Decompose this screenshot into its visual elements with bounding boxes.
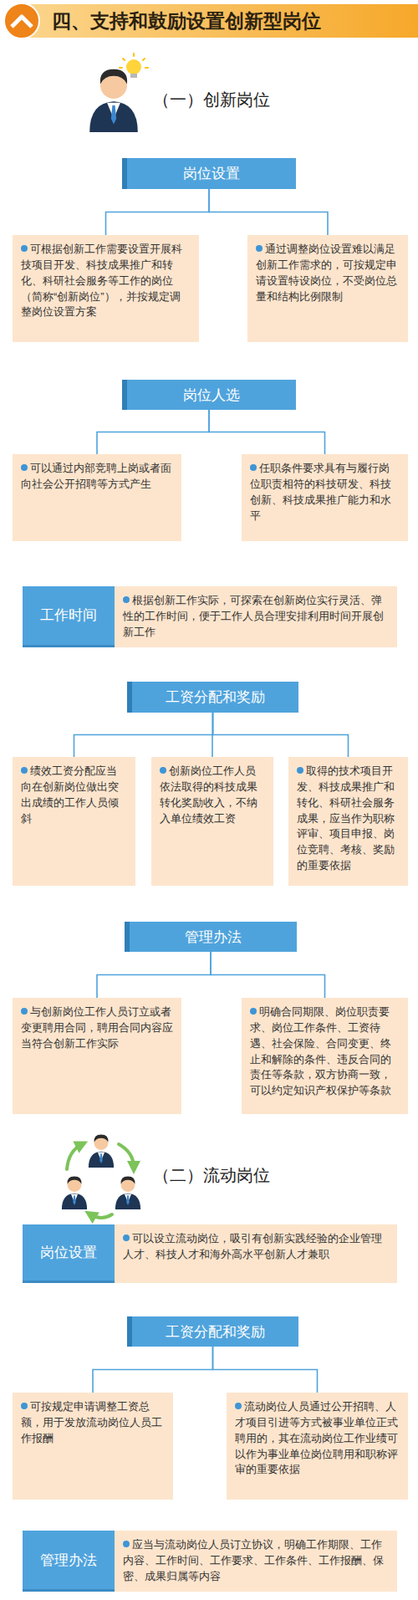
- content-box: 通过调整岗位设置难以满足创新工作需求的，可按规定申请设置特设岗位，不受岗位总量和…: [247, 234, 408, 342]
- bullet-dot: [122, 596, 130, 603]
- person-icon: [89, 53, 148, 133]
- header-text: 管理办法: [40, 1549, 97, 1570]
- bullet-dot: [20, 244, 28, 252]
- section-tab: 管理办法: [22, 1529, 115, 1591]
- title-band: [25, 4, 418, 38]
- content-box: 创新岗位工作人员依法取得的科技成果转化奖励收入，不纳入单位绩效工资: [151, 756, 274, 886]
- body-text: 取得的技术项目开发、科技成果推广和转化、科研社会服务成果，应当作为职称评审、项目…: [296, 764, 395, 872]
- text-wrap: 通过调整岗位设置难以满足创新工作需求的，可按规定申请设置特设岗位，不受岗位总量和…: [255, 241, 400, 305]
- body-text: 流动岗位人员通过公开招聘、人才项目引进等方式被事业单位正式聘用的，其在流动岗位工…: [234, 1399, 398, 1475]
- bullet-dot: [249, 1007, 257, 1015]
- content-box: 根据创新工作实际，可探索在创新岗位实行灵活、弹性的工作时间，便于工作人员合理安排…: [114, 586, 398, 648]
- text-wrap: 应当与流动岗位人员订立协议，明确工作期限、工作内容、工作时间、工作要求、工作条件…: [122, 1536, 389, 1585]
- tree-connector: [209, 188, 328, 235]
- text-wrap: 可按规定申请调整工资总额，用于发放流动岗位人员工作报酬: [20, 1398, 165, 1447]
- team-icon: [61, 1134, 141, 1218]
- body-text: 应当与流动岗位人员订立协议，明确工作期限、工作内容、工作时间、工作要求、工作条件…: [122, 1537, 384, 1582]
- content-box: 取得的技术项目开发、科技成果推广和转化、科研社会服务成果，应当作为职称评审、项目…: [288, 756, 408, 886]
- bullet-dot: [20, 463, 28, 471]
- text-wrap: 创新岗位工作人员依法取得的科技成果转化奖励收入，不纳入单位绩效工资: [159, 763, 266, 826]
- content-box: 绩效工资分配应当向在创新岗位做出突出成绩的工作人员倾斜: [12, 756, 136, 886]
- bullet-dot: [296, 766, 304, 774]
- header-text: 工作时间: [40, 605, 97, 625]
- content-box: 流动岗位人员通过公开招聘、人才项目引进等方式被事业单位正式聘用的，其在流动岗位工…: [226, 1391, 408, 1499]
- content-box: 任职条件要求具有与履行岗位职责相符的科技研发、科技创新、科技成果推广能力和水平: [241, 453, 408, 541]
- text-wrap: 绩效工资分配应当向在创新岗位做出突出成绩的工作人员倾斜: [20, 763, 128, 826]
- bullet-dot: [234, 1401, 242, 1409]
- body-text: 与创新岗位工作人员订立或者变更聘用合同，聘用合同内容应当符合创新工作实际: [20, 1004, 174, 1050]
- body-text: 通过调整岗位设置难以满足创新工作需求的，可按规定申请设置特设岗位，不受岗位总量和…: [255, 242, 398, 303]
- body-text: 明确合同期限、岗位职责要求、岗位工作条件、工资待遇、社会保险、合同变更、终止和解…: [249, 1004, 392, 1096]
- content-box: 可以通过内部竞聘上岗或者面向社会公开招聘等方式产生: [12, 453, 182, 541]
- header-text: 工资分配和奖励: [165, 1321, 266, 1341]
- tree-connector: [96, 409, 209, 454]
- content-box: 可以设立流动岗位，吸引有创新实践经验的企业管理人才、科技人才和海外高水平创新人才…: [114, 1223, 398, 1283]
- bullet-dot: [20, 766, 28, 774]
- bullet-dot: [255, 244, 263, 252]
- section-header: 工资分配和奖励: [127, 1315, 299, 1346]
- text-wrap: 流动岗位人员通过公开招聘、人才项目引进等方式被事业单位正式聘用的，其在流动岗位工…: [234, 1398, 400, 1478]
- header-text: 管理办法: [184, 927, 242, 947]
- section-heading: （二）流动岗位: [152, 1163, 271, 1187]
- body-text: 创新岗位工作人员依法取得的科技成果转化奖励收入，不纳入单位绩效工资: [159, 764, 258, 825]
- section-tab: 岗位设置: [22, 1223, 115, 1283]
- bullet-dot: [249, 463, 257, 471]
- tree-connector: [213, 712, 349, 757]
- body-text: 可按规定申请调整工资总额，用于发放流动岗位人员工作报酬: [20, 1399, 163, 1444]
- text-wrap: 根据创新工作实际，可探索在创新岗位实行灵活、弹性的工作时间，便于工作人员合理安排…: [122, 592, 389, 641]
- header-text: 岗位人选: [183, 385, 240, 405]
- tree-connector: [210, 951, 326, 998]
- text-wrap: 可以通过内部竞聘上岗或者面向社会公开招聘等方式产生: [20, 460, 174, 493]
- tree-connector: [92, 1345, 214, 1392]
- section-header: 岗位人选: [122, 379, 296, 410]
- content-box: 与创新岗位工作人员订立或者变更聘用合同，聘用合同内容应当符合创新工作实际: [12, 997, 182, 1114]
- bullet-dot: [20, 1007, 28, 1015]
- text-wrap: 明确合同期限、岗位职责要求、岗位工作条件、工资待遇、社会保险、合同变更、终止和解…: [249, 1004, 400, 1099]
- text-wrap: 取得的技术项目开发、科技成果推广和转化、科研社会服务成果，应当作为职称评审、项目…: [296, 763, 400, 874]
- content-box: 可根据创新工作需要设置开展科技项目开发、科技成果推广和转化、科研社会服务等工作的…: [12, 234, 199, 342]
- body-text: 可以通过内部竞聘上岗或者面向社会公开招聘等方式产生: [20, 461, 172, 490]
- tree-connector: [209, 409, 326, 454]
- section-header: 管理办法: [124, 921, 297, 952]
- content-box: 应当与流动岗位人员订立协议，明确工作期限、工作内容、工作时间、工作要求、工作条件…: [114, 1529, 398, 1591]
- header-text: 岗位设置: [40, 1242, 97, 1262]
- chevron-symbol: [11, 16, 32, 27]
- content-box: 可按规定申请调整工资总额，用于发放流动岗位人员工作报酬: [12, 1391, 174, 1499]
- text-wrap: 可以设立流动岗位，吸引有创新实践经验的企业管理人才、科技人才和海外高水平创新人才…: [122, 1230, 389, 1263]
- tree-connector: [213, 1345, 318, 1392]
- bullet-dot: [20, 1401, 28, 1409]
- body-text: 绩效工资分配应当向在创新岗位做出突出成绩的工作人员倾斜: [20, 764, 119, 825]
- chevron-badge: [4, 3, 40, 39]
- header-text: 工资分配和奖励: [165, 687, 266, 707]
- section-header: 工资分配和奖励: [127, 681, 299, 713]
- bullet-dot: [122, 1233, 130, 1241]
- bullet-dot: [122, 1539, 130, 1547]
- bullet-dot: [159, 766, 167, 774]
- body-text: 任职条件要求具有与履行岗位职责相符的科技研发、科技创新、科技成果推广能力和水平: [249, 461, 392, 522]
- text-wrap: 与创新岗位工作人员订立或者变更聘用合同，聘用合同内容应当符合创新工作实际: [20, 1004, 174, 1052]
- section-tab: 工作时间: [22, 586, 115, 648]
- text-wrap: 任职条件要求具有与履行岗位职责相符的科技研发、科技创新、科技成果推广能力和水平: [249, 460, 400, 524]
- body-text: 可根据创新工作需要设置开展科技项目开发、科技成果推广和转化、科研社会服务等工作的…: [20, 242, 183, 318]
- tree-connector: [74, 712, 214, 757]
- body-text: 可以设立流动岗位，吸引有创新实践经验的企业管理人才、科技人才和海外高水平创新人才…: [122, 1231, 383, 1260]
- section-header: 岗位设置: [122, 158, 296, 189]
- page-title: 四、支持和鼓励设置创新型岗位: [51, 5, 322, 37]
- section-heading: （一）创新岗位: [152, 88, 271, 112]
- body-text: 根据创新工作实际，可探索在创新岗位实行灵活、弹性的工作时间，便于工作人员合理安排…: [122, 593, 384, 638]
- text-wrap: 可根据创新工作需要设置开展科技项目开发、科技成果推广和转化、科研社会服务等工作的…: [20, 241, 191, 321]
- tree-connector: [106, 188, 210, 235]
- header-text: 岗位设置: [183, 163, 240, 184]
- tree-connector: [96, 951, 211, 998]
- content-box: 明确合同期限、岗位职责要求、岗位工作条件、工资待遇、社会保险、合同变更、终止和解…: [241, 997, 408, 1114]
